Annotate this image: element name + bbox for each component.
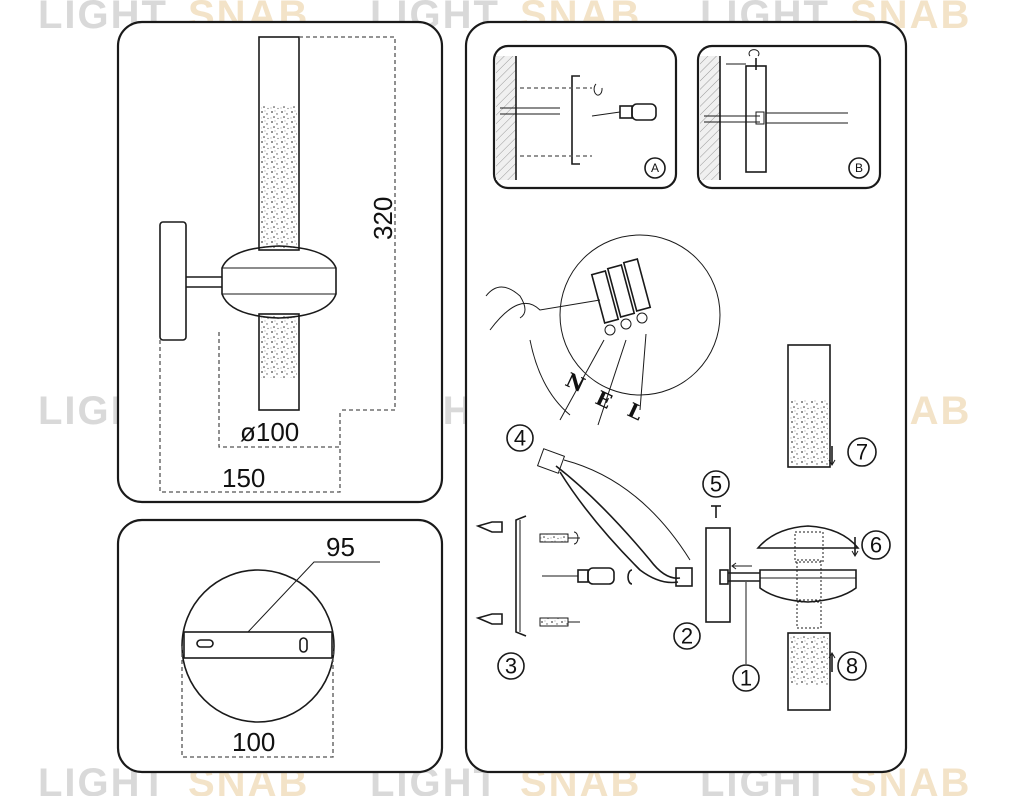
detail-b-label: B [855, 161, 863, 175]
wall-plate [159, 221, 187, 341]
installation-frame [464, 20, 908, 774]
step-7-number: 7 [856, 440, 868, 465]
step-6-number: 6 [870, 533, 882, 558]
upper-tube-texture [261, 105, 297, 248]
step-1-arm: 1 [719, 569, 760, 692]
lower-tube-texture [261, 316, 297, 378]
detail-a-frame [492, 44, 678, 190]
bracket-slot-right [299, 637, 308, 653]
plate-width-dimension: 95 [326, 532, 355, 562]
height-dimension: 320 [368, 197, 398, 240]
diameter-dimension: ø100 [240, 417, 299, 447]
detail-a-label: A [651, 161, 659, 175]
zoom-circle [559, 234, 721, 396]
step-3-number: 3 [505, 654, 517, 679]
step-5-number: 5 [710, 472, 722, 497]
installation-panel: A B [464, 20, 908, 774]
detail-b: B [696, 44, 882, 190]
detail-a: A [492, 44, 678, 190]
side-view-panel: 320 ø100 150 [116, 20, 444, 504]
step-8-number: 8 [846, 654, 858, 679]
step-5-screw: 5 [702, 470, 730, 518]
detail-b-frame [696, 44, 882, 190]
depth-dimension: 150 [222, 463, 265, 493]
plate-view-panel: 95 100 [116, 518, 444, 774]
side-view-frame [116, 20, 444, 504]
bracket-slot-left [196, 639, 214, 648]
step-2-plate: 2 [673, 527, 752, 650]
plate-view-frame [116, 518, 444, 774]
plate-diameter-dimension: 100 [232, 727, 275, 757]
upper-tube [258, 36, 300, 251]
step-1-number: 1 [740, 666, 752, 691]
step-2-number: 2 [681, 624, 693, 649]
exploded-lamp: 7 6 8 [756, 344, 891, 711]
step-4-number: 4 [514, 426, 526, 451]
mounting-bracket [183, 631, 333, 659]
step-4-wires: 4 [506, 424, 693, 587]
lower-tube [258, 313, 300, 411]
step-3-bracket: 3 [475, 515, 633, 680]
